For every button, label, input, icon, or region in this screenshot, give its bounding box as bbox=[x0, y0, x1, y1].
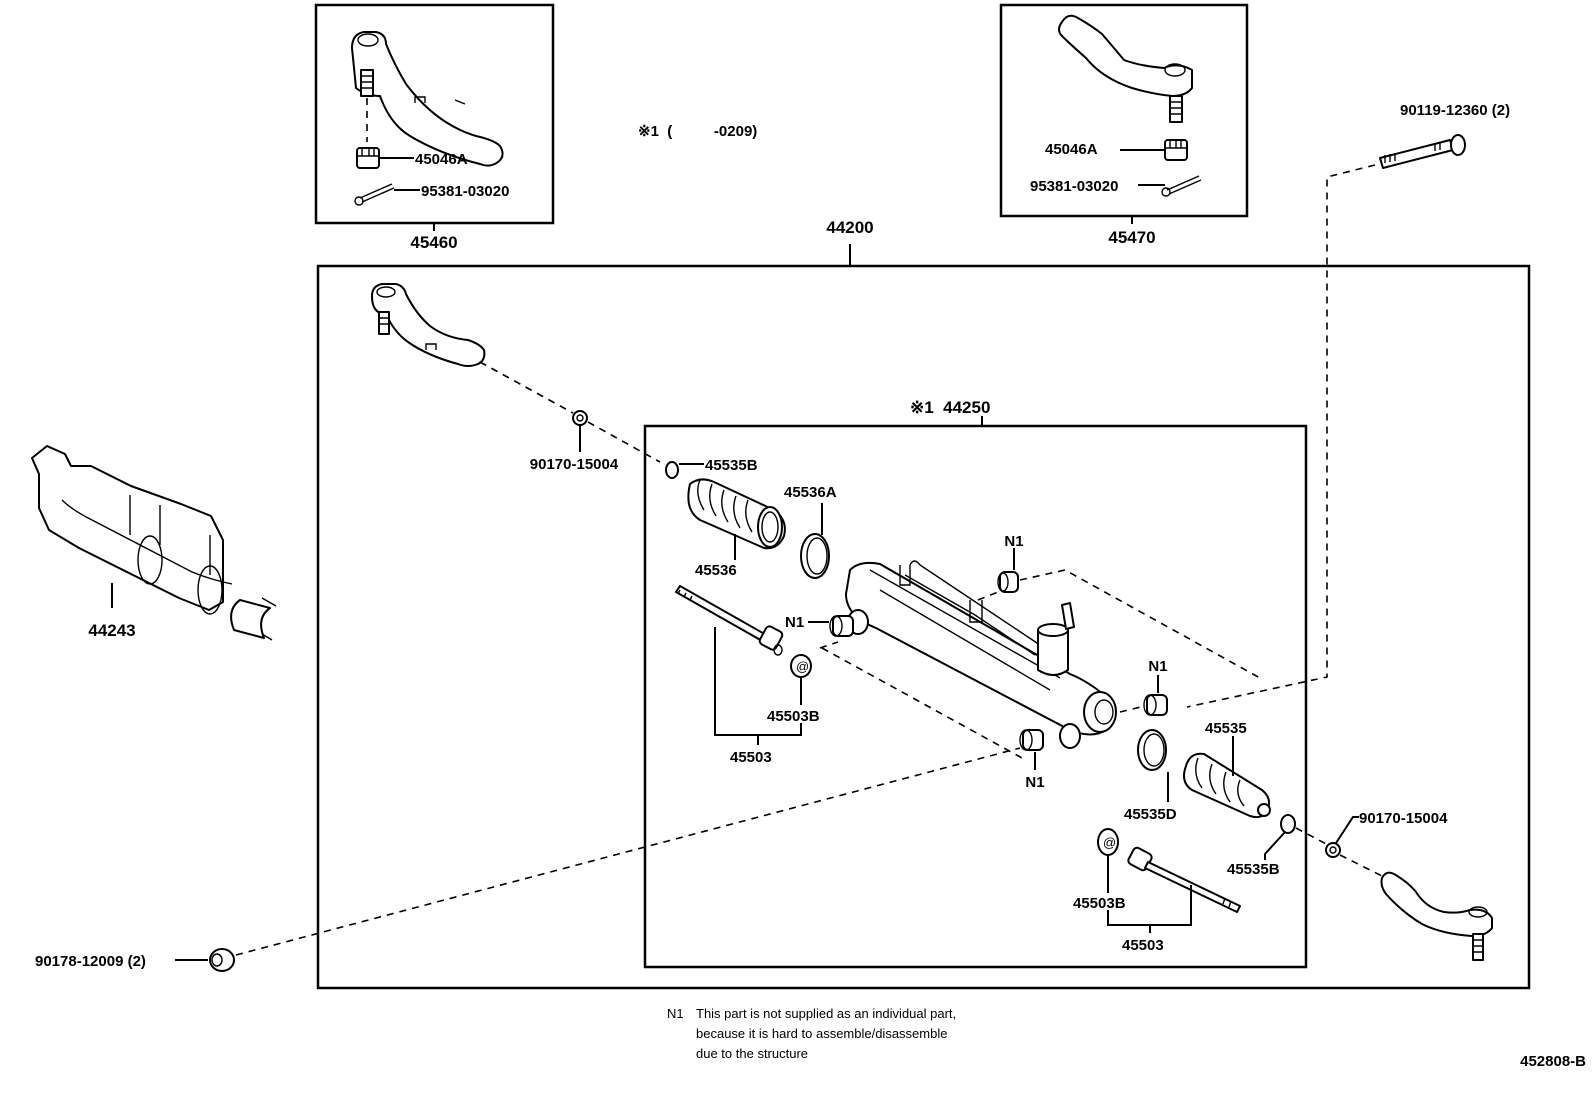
n1-label-top: N1 bbox=[1004, 533, 1023, 550]
castle-nut-left-icon bbox=[356, 147, 380, 169]
n1-label-left: N1 bbox=[785, 614, 804, 631]
claw-washer-left-icon: @ bbox=[790, 654, 812, 678]
tie-rod-right-icon bbox=[1127, 846, 1241, 913]
part-label-44243[interactable]: 44243 bbox=[88, 621, 135, 640]
tie-rod-end-inner-left-icon bbox=[371, 283, 486, 367]
heat-insulator-icon bbox=[31, 445, 277, 641]
footnote-line-3: due to the structure bbox=[696, 1046, 808, 1061]
tie-rod-end-inner-right-icon bbox=[1380, 871, 1493, 961]
tie-rod-end-right-assy-box: 45470 45046A 95381-03020 bbox=[999, 3, 1249, 247]
assy-label-44200[interactable]: 44200 bbox=[826, 218, 873, 237]
condition-note: ※1 ( -0209) bbox=[638, 123, 757, 140]
footnote-marker: N1 bbox=[667, 1006, 684, 1021]
part-label-90119-12360[interactable]: 90119-12360 (2) bbox=[1400, 102, 1510, 119]
boot-right-icon bbox=[1183, 752, 1271, 819]
gear-assy-box bbox=[643, 424, 1308, 969]
castle-nut-right-icon bbox=[1164, 139, 1188, 161]
tie-rod-end-left-assy-box: 45460 45046A 95381-03020 bbox=[314, 3, 555, 252]
n1-label-bottom: N1 bbox=[1025, 774, 1044, 791]
part-label-45503B-right[interactable]: 45503B bbox=[1073, 895, 1126, 912]
rack-assy-box bbox=[316, 264, 1531, 990]
part-label-45046A-left[interactable]: 45046A bbox=[415, 151, 468, 168]
part-label-45503-right[interactable]: 45503 bbox=[1122, 937, 1164, 954]
part-label-90170-15004-right[interactable]: 90170-15004 bbox=[1359, 810, 1448, 827]
boot-clamp-left-icon bbox=[800, 533, 830, 579]
n1-label-right: N1 bbox=[1148, 658, 1167, 675]
bolt-bottom-left-icon bbox=[209, 948, 235, 972]
part-label-45535B-left[interactable]: 45535B bbox=[705, 457, 758, 474]
part-label-45503-left[interactable]: 45503 bbox=[730, 749, 772, 766]
clamp-right-icon bbox=[1280, 814, 1296, 834]
bushing-n1-bottom-icon bbox=[1019, 729, 1044, 751]
part-label-45503B-left[interactable]: 45503B bbox=[767, 708, 820, 725]
part-label-45046A-right[interactable]: 45046A bbox=[1045, 141, 1098, 158]
footnote-line-2: because it is hard to assemble/disassemb… bbox=[696, 1026, 947, 1041]
part-label-90170-15004-left[interactable]: 90170-15004 bbox=[530, 456, 619, 473]
cotter-pin-left-icon bbox=[354, 183, 395, 206]
footnote-line-1: This part is not supplied as an individu… bbox=[696, 1006, 956, 1021]
bushing-n1-top-icon bbox=[997, 571, 1019, 593]
part-label-45535D[interactable]: 45535D bbox=[1124, 806, 1177, 823]
part-label-95381-03020-right[interactable]: 95381-03020 bbox=[1030, 178, 1118, 195]
part-label-95381-03020-left[interactable]: 95381-03020 bbox=[421, 183, 509, 200]
svg-text:@: @ bbox=[796, 659, 809, 674]
tie-rod-left-icon bbox=[675, 585, 784, 656]
steering-rack-housing-icon bbox=[845, 560, 1117, 749]
nut-90170-right-icon bbox=[1325, 842, 1341, 858]
part-label-45535[interactable]: 45535 bbox=[1205, 720, 1247, 737]
clamp-left-icon bbox=[665, 461, 679, 479]
cotter-pin-right-icon bbox=[1161, 175, 1202, 197]
claw-washer-right-icon: @ bbox=[1097, 828, 1119, 856]
assy-label-45470[interactable]: 45470 bbox=[1108, 228, 1155, 247]
part-label-45536[interactable]: 45536 bbox=[695, 562, 737, 579]
bushing-n1-right-icon bbox=[1143, 694, 1168, 716]
bolt-top-right-icon bbox=[1379, 134, 1466, 169]
boot-clamp-right-icon bbox=[1137, 729, 1167, 771]
tie-rod-end-right-icon bbox=[1058, 14, 1193, 123]
bushing-n1-left-icon bbox=[829, 615, 854, 637]
assy-label-45460[interactable]: 45460 bbox=[410, 233, 457, 252]
tie-rod-end-left-icon bbox=[351, 31, 504, 167]
part-label-90178-12009[interactable]: 90178-12009 (2) bbox=[35, 953, 146, 970]
boot-left-icon bbox=[687, 478, 786, 550]
part-label-45535B-right[interactable]: 45535B bbox=[1227, 861, 1280, 878]
part-label-45536A[interactable]: 45536A bbox=[784, 484, 837, 501]
svg-text:@: @ bbox=[1103, 835, 1116, 850]
nut-90170-left-icon bbox=[572, 410, 588, 426]
footnote: N1 This part is not supplied as an indiv… bbox=[667, 1006, 956, 1061]
figure-code: 452808-B bbox=[1520, 1053, 1586, 1070]
assy-label-44250[interactable]: ※1 44250 bbox=[910, 398, 990, 417]
